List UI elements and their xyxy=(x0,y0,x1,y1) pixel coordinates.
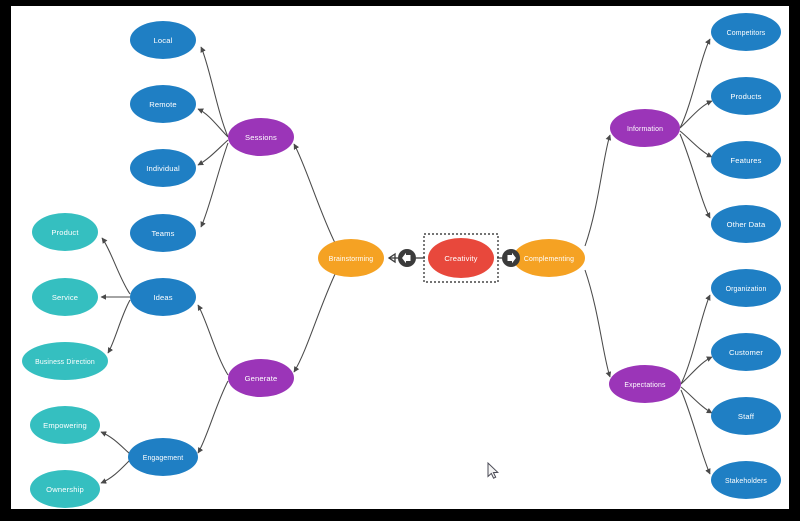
node-brainstorming[interactable]: Brainstorming xyxy=(318,239,384,277)
mouse-pointer-icon xyxy=(487,461,499,479)
edge-information-other-data xyxy=(679,133,711,219)
stub-left-arrowhead xyxy=(387,252,396,264)
node-individual[interactable]: Individual xyxy=(130,149,196,187)
edge-engagement-empowering xyxy=(100,431,131,455)
node-complementing[interactable]: Complementing xyxy=(513,239,585,277)
node-features[interactable]: Features xyxy=(711,141,781,179)
node-other-data[interactable]: Other Data xyxy=(711,205,781,243)
edge-complementing-expectations xyxy=(584,269,612,378)
edge-generate-ideas xyxy=(197,304,229,376)
nodes-layer: Product Service Business Direction Empow… xyxy=(22,13,781,508)
node-teams[interactable]: Teams xyxy=(130,214,196,252)
edge-expectations-stakeholders xyxy=(680,389,711,475)
edge-information-features xyxy=(679,130,713,158)
diagram-canvas[interactable]: Product Service Business Direction Empow… xyxy=(11,6,789,509)
node-generate[interactable]: Generate xyxy=(228,359,294,397)
node-competitors[interactable]: Competitors xyxy=(711,13,781,51)
node-creativity[interactable]: Creativity xyxy=(428,238,494,278)
edge-expectations-customer xyxy=(680,356,713,385)
edges-layer xyxy=(100,38,713,484)
edge-generate-engagement xyxy=(197,380,229,454)
node-information[interactable]: Information xyxy=(610,109,680,147)
node-stakeholders[interactable]: Stakeholders xyxy=(711,461,781,499)
edge-engagement-ownership xyxy=(100,459,131,484)
node-remote[interactable]: Remote xyxy=(130,85,196,123)
node-service[interactable]: Service xyxy=(32,278,98,316)
node-product[interactable]: Product xyxy=(32,213,98,251)
node-sessions[interactable]: Sessions xyxy=(228,118,294,156)
edge-information-products xyxy=(679,100,713,129)
node-products[interactable]: Products xyxy=(711,77,781,115)
edge-ideas-business-direction xyxy=(107,299,131,354)
node-local[interactable]: Local xyxy=(130,21,196,59)
edge-brainstorming-generate xyxy=(293,271,337,373)
node-empowering[interactable]: Empowering xyxy=(30,406,100,444)
edge-expectations-staff xyxy=(680,386,713,414)
edge-sessions-local xyxy=(200,46,229,138)
mind-map-svg[interactable]: Product Service Business Direction Empow… xyxy=(11,6,789,509)
connector-left[interactable] xyxy=(398,249,416,267)
node-staff[interactable]: Staff xyxy=(711,397,781,435)
selection-outline xyxy=(423,233,499,283)
edge-information-competitors xyxy=(679,38,711,129)
node-ownership[interactable]: Ownership xyxy=(30,470,100,508)
arrow-right-icon xyxy=(507,252,516,264)
edge-brainstorming-sessions xyxy=(293,143,337,246)
edge-sessions-remote xyxy=(197,108,229,138)
connector-right[interactable] xyxy=(502,249,520,267)
node-business-direction[interactable]: Business Direction xyxy=(22,342,108,380)
arrow-left-icon xyxy=(402,252,411,264)
edge-sessions-individual xyxy=(197,139,229,166)
node-expectations[interactable]: Expectations xyxy=(609,365,681,403)
edge-sessions-teams xyxy=(200,142,229,228)
node-organization[interactable]: Organization xyxy=(711,269,781,307)
node-ideas[interactable]: Ideas xyxy=(130,278,196,316)
node-engagement[interactable]: Engagement xyxy=(128,438,198,476)
edge-complementing-information xyxy=(584,134,612,247)
edge-expectations-organization xyxy=(680,294,711,385)
node-customer[interactable]: Customer xyxy=(711,333,781,371)
edge-ideas-product xyxy=(101,237,131,295)
